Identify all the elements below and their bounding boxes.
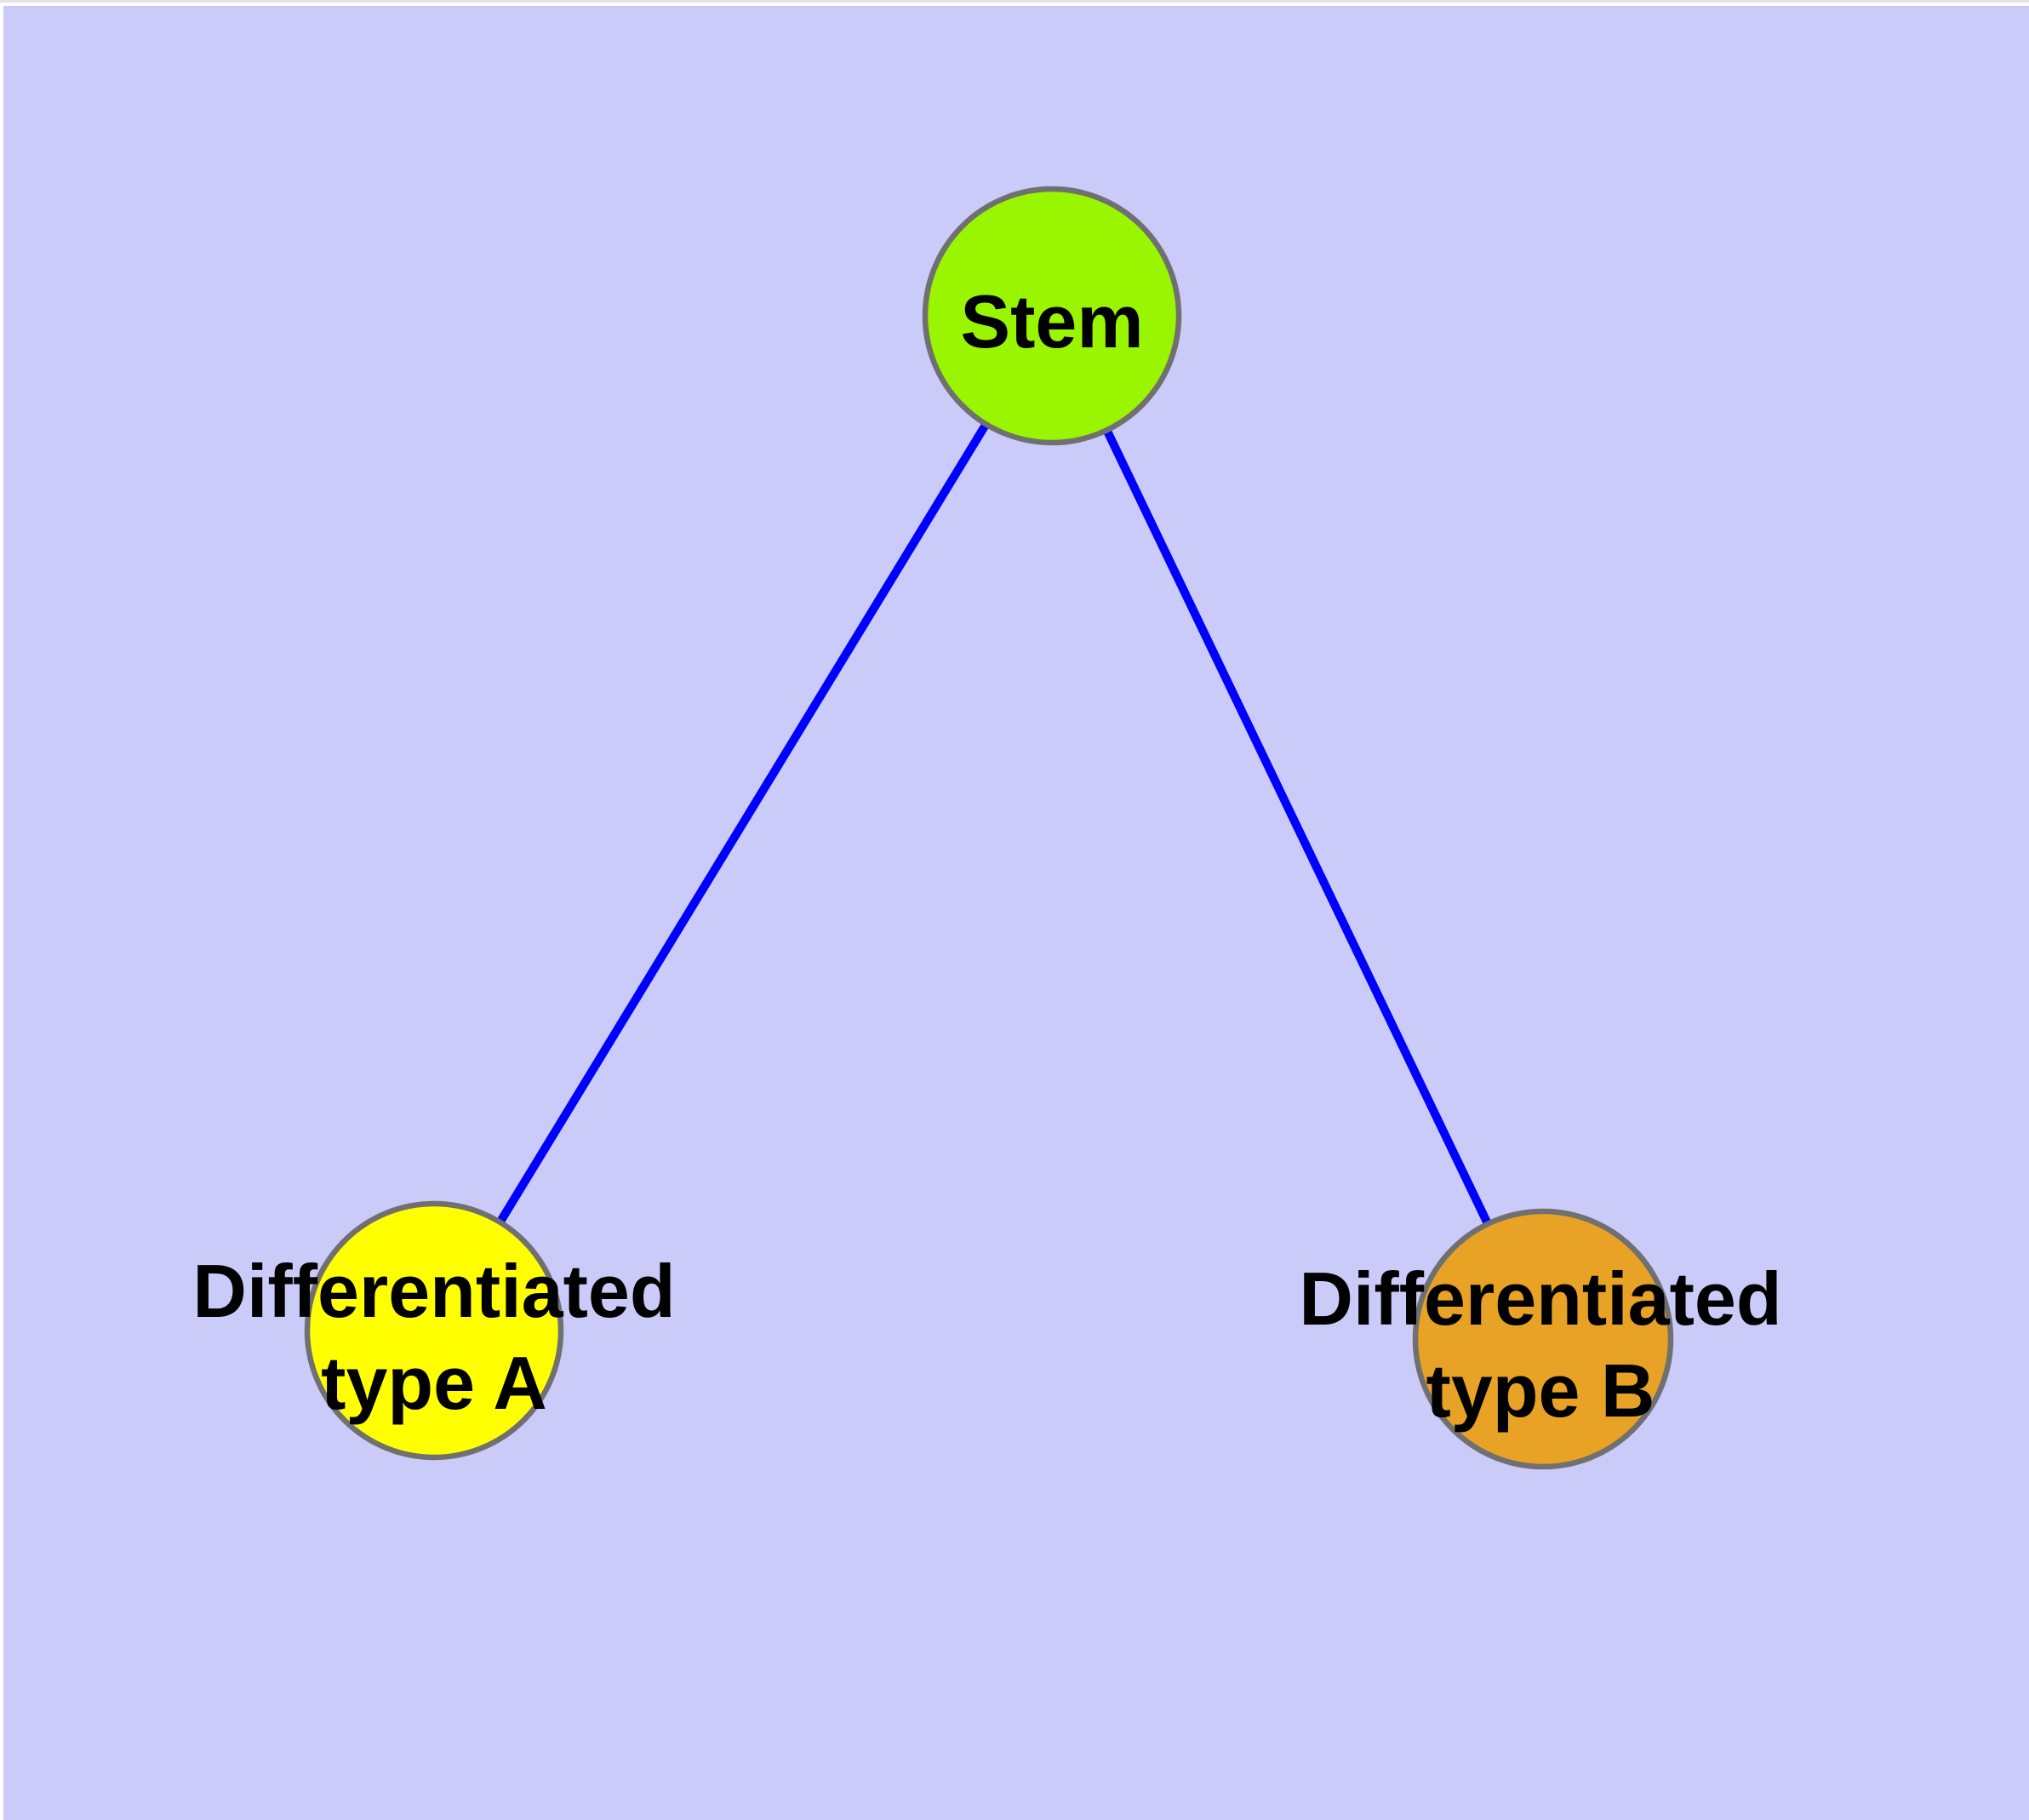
node-differentiated-type-b <box>1412 1208 1674 1470</box>
top-edge-line <box>0 0 2029 3</box>
node-type-b-label-line2: type B <box>1426 1348 1655 1433</box>
node-type-a-label-line2: type A <box>321 1341 547 1425</box>
node-stem <box>922 186 1182 446</box>
edge-stem-to-type-a <box>430 313 1056 1333</box>
node-type-a-label-line1: Differentiated <box>192 1249 675 1333</box>
node-type-b-label-line1: Differentiated <box>1299 1256 1781 1341</box>
node-stem-label: Stem <box>960 279 1143 363</box>
node-differentiated-type-a <box>304 1200 564 1461</box>
edge-stem-to-type-b <box>1048 313 1547 1342</box>
